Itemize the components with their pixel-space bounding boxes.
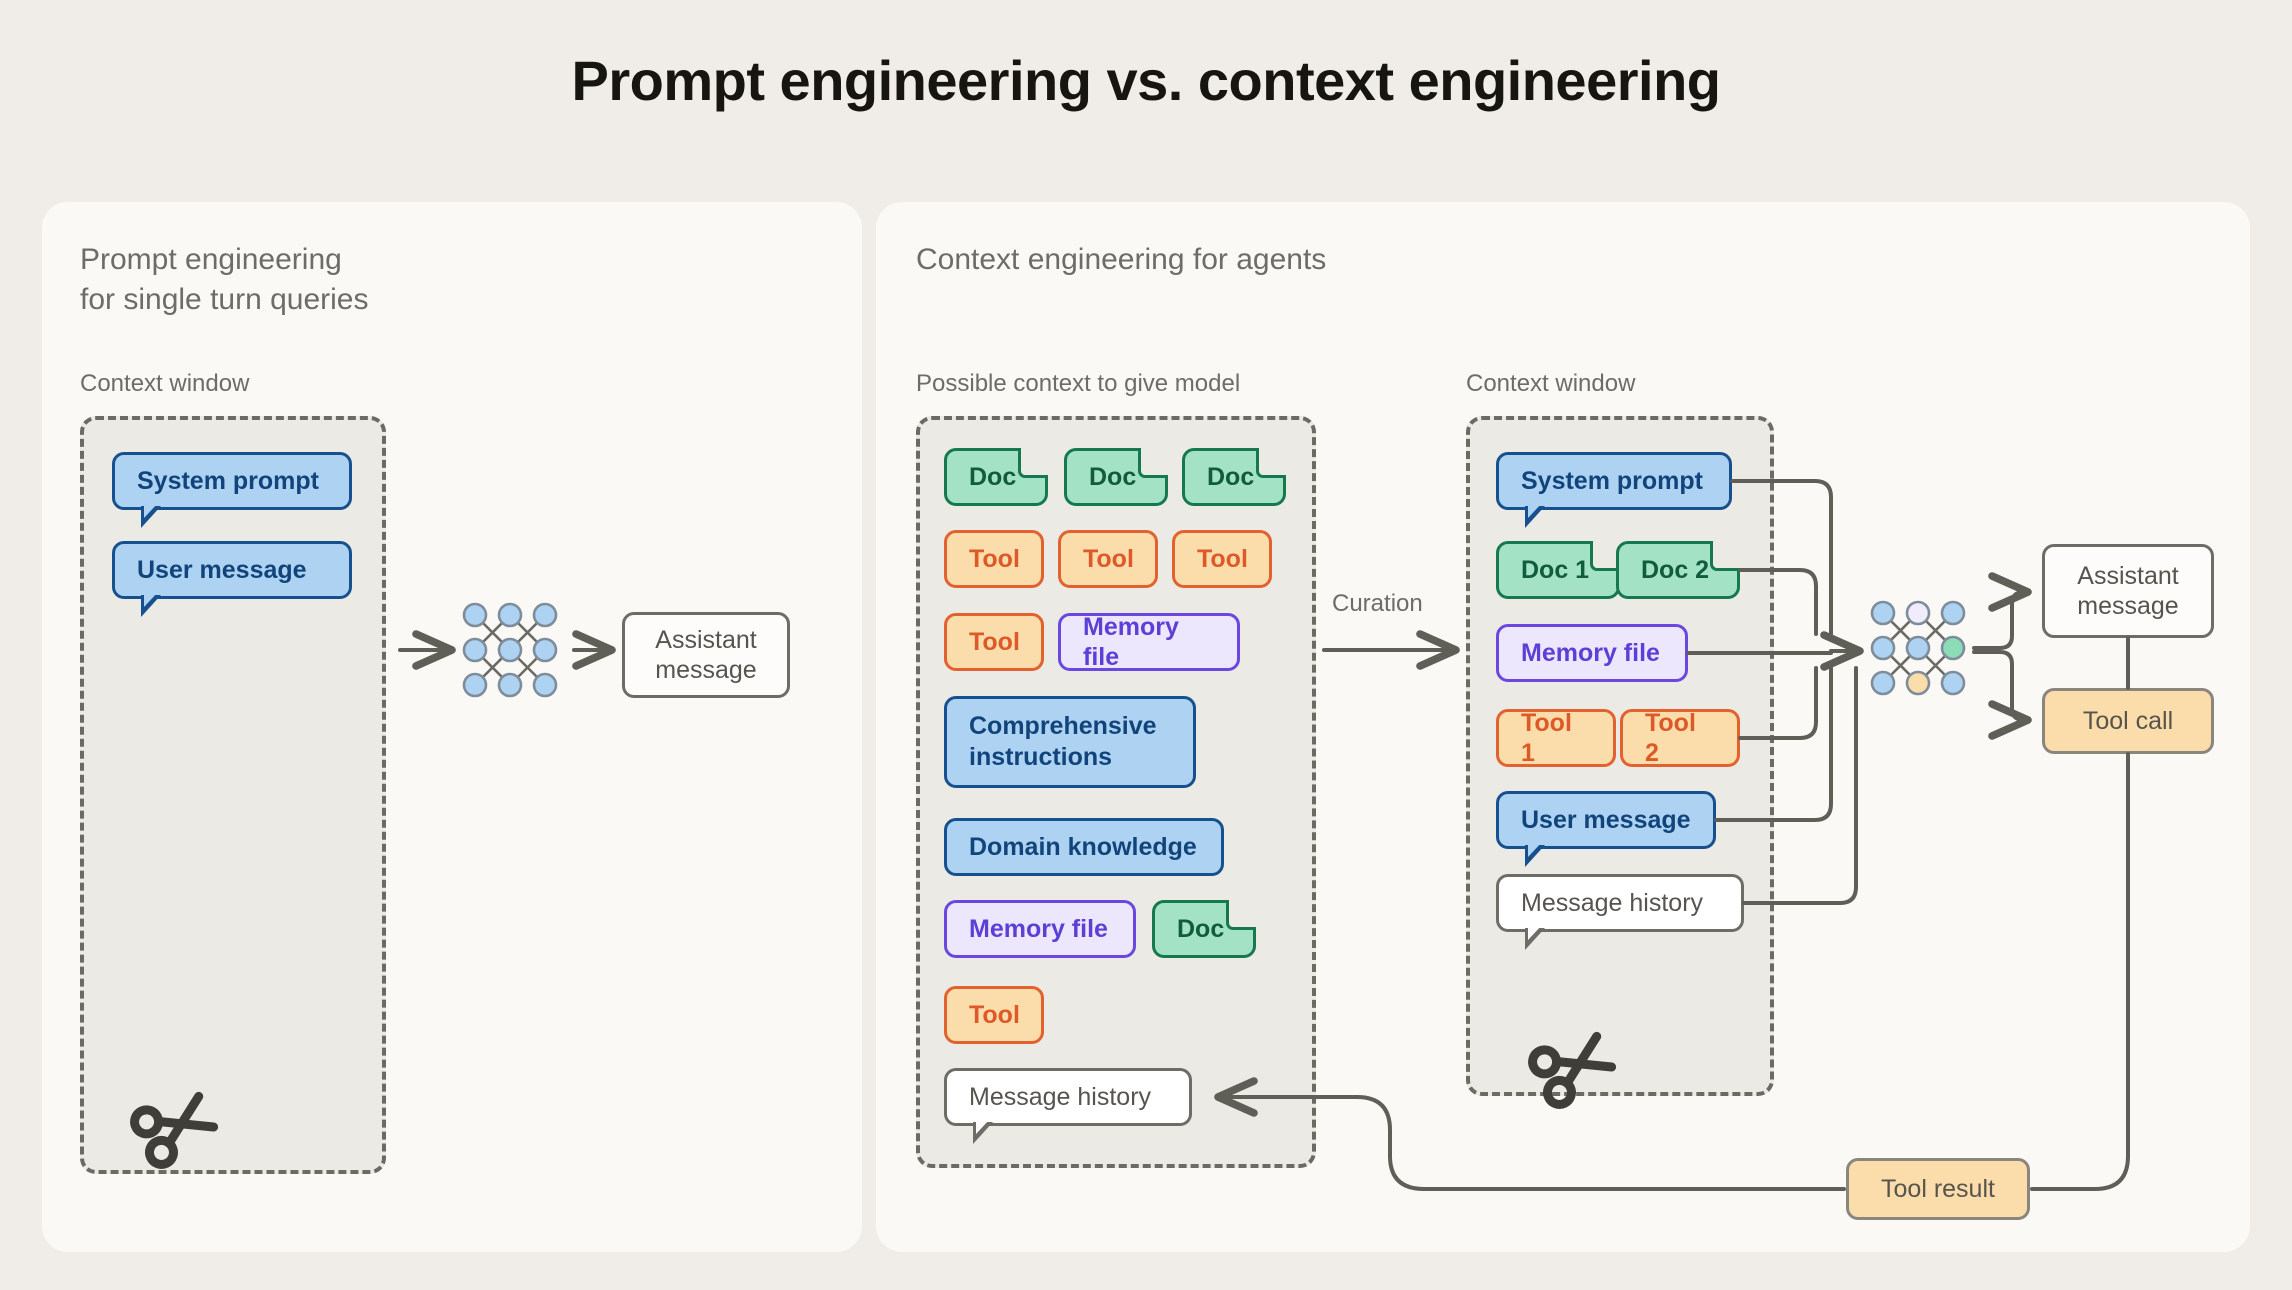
chip-memory-file[interactable]: Memory file bbox=[944, 900, 1136, 958]
chip-label: Memory file bbox=[969, 915, 1108, 943]
doc-fold-icon bbox=[1710, 541, 1740, 571]
chip-tool[interactable]: Tool bbox=[944, 986, 1044, 1044]
chip-label: Doc bbox=[969, 463, 1017, 491]
box-assistant-message-left[interactable]: Assistant message bbox=[622, 612, 790, 698]
chip-label: Tool bbox=[969, 545, 1020, 573]
possible-context-box bbox=[916, 416, 1316, 1168]
doc-fold-icon bbox=[1018, 448, 1048, 478]
chip-doc[interactable]: Doc bbox=[1152, 900, 1256, 958]
chip-tool[interactable]: Tool bbox=[1172, 530, 1272, 588]
right-context-window-label: Context window bbox=[1466, 370, 1636, 397]
doc-fold-icon bbox=[1138, 448, 1168, 478]
chip-label: Tool 2 bbox=[1645, 709, 1696, 767]
doc-fold-icon bbox=[1256, 448, 1286, 478]
chip-label: Comprehensive instructions bbox=[969, 711, 1157, 771]
chip-system-prompt[interactable]: System prompt bbox=[112, 452, 352, 528]
chip-label: Domain knowledge bbox=[969, 833, 1197, 861]
box-assistant-message-right[interactable]: Assistant message bbox=[2042, 544, 2214, 638]
chip-doc-2[interactable]: Doc 2 bbox=[1616, 541, 1740, 599]
box-label: Assistant message bbox=[655, 626, 757, 684]
page-title: Prompt engineering vs. context engineeri… bbox=[571, 49, 1721, 112]
chip-doc-1[interactable]: Doc 1 bbox=[1496, 541, 1620, 599]
chip-label: Doc bbox=[1207, 463, 1255, 491]
chip-comprehensive-instructions[interactable]: Comprehensive instructions bbox=[944, 696, 1196, 788]
chip-system-prompt[interactable]: System prompt bbox=[1496, 452, 1732, 528]
chip-message-history[interactable]: Message history bbox=[944, 1068, 1192, 1144]
doc-fold-icon bbox=[1590, 541, 1620, 571]
chip-label: Doc bbox=[1177, 915, 1225, 943]
chip-memory-file[interactable]: Memory file bbox=[1058, 613, 1240, 671]
curation-label: Curation bbox=[1332, 590, 1423, 617]
chip-user-message[interactable]: User message bbox=[1496, 791, 1716, 867]
chip-label: Message history bbox=[969, 1083, 1152, 1111]
chip-label: Tool bbox=[969, 628, 1020, 656]
chip-label: Message history bbox=[1521, 889, 1704, 917]
chip-label: Doc 1 bbox=[1521, 556, 1590, 584]
chip-label: System prompt bbox=[1521, 467, 1703, 495]
chip-domain-knowledge[interactable]: Domain knowledge bbox=[944, 818, 1224, 876]
doc-fold-icon bbox=[1226, 900, 1256, 930]
chip-label: User message bbox=[1521, 806, 1691, 834]
chip-label: User message bbox=[137, 556, 307, 584]
box-label: Tool result bbox=[1881, 1175, 1995, 1203]
chip-doc[interactable]: Doc bbox=[1182, 448, 1286, 506]
chip-label: Tool bbox=[969, 1001, 1020, 1029]
chip-tool[interactable]: Tool bbox=[1058, 530, 1158, 588]
chip-label: Tool bbox=[1197, 545, 1248, 573]
chip-tool[interactable]: Tool bbox=[944, 530, 1044, 588]
chip-label: Memory file bbox=[1521, 639, 1660, 667]
chip-memory-file[interactable]: Memory file bbox=[1496, 624, 1688, 682]
neural-network-icon bbox=[460, 600, 560, 705]
chip-user-message[interactable]: User message bbox=[112, 541, 352, 617]
chip-tool-2[interactable]: Tool 2 bbox=[1620, 709, 1740, 767]
box-label: Assistant message bbox=[2077, 562, 2179, 620]
chip-message-history[interactable]: Message history bbox=[1496, 874, 1744, 950]
box-tool-result[interactable]: Tool result bbox=[1846, 1158, 2030, 1220]
left-panel-title: Prompt engineering for single turn queri… bbox=[80, 243, 369, 316]
chip-label: Doc bbox=[1089, 463, 1137, 491]
chip-label: Memory file bbox=[1083, 613, 1179, 671]
possible-context-label: Possible context to give model bbox=[916, 370, 1241, 397]
left-context-window-box bbox=[80, 416, 386, 1174]
box-tool-call[interactable]: Tool call bbox=[2042, 688, 2214, 754]
chip-tool[interactable]: Tool bbox=[944, 613, 1044, 671]
neural-network-icon bbox=[1868, 598, 1968, 703]
chip-label: System prompt bbox=[137, 467, 319, 495]
chip-label: Tool bbox=[1083, 545, 1134, 573]
chip-tool-1[interactable]: Tool 1 bbox=[1496, 709, 1616, 767]
right-panel-title: Context engineering for agents bbox=[916, 243, 1327, 276]
box-label: Tool call bbox=[2082, 707, 2174, 735]
chip-label: Doc 2 bbox=[1641, 556, 1710, 584]
chip-doc[interactable]: Doc bbox=[944, 448, 1048, 506]
left-context-window-label: Context window bbox=[80, 370, 250, 397]
chip-doc[interactable]: Doc bbox=[1064, 448, 1168, 506]
chip-label: Tool 1 bbox=[1521, 709, 1572, 767]
